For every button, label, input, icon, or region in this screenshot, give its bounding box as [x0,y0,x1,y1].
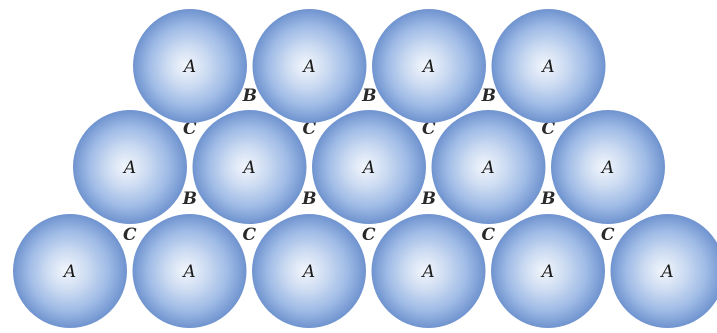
atom-label: A [540,57,554,77]
site-label-b: B [361,86,376,106]
atom-sphere-bottom: A [252,214,366,328]
atom-sphere-middle: A [193,110,307,224]
atom-label: A [181,262,195,282]
atom-label: A [659,262,673,282]
atom-label: A [540,262,554,282]
atom-label: A [241,158,255,178]
atom-label: A [301,57,315,77]
atom-sphere-bottom: A [133,214,247,328]
atom-sphere-bottom: A [372,214,486,328]
site-label-c: C [123,225,137,245]
atom-label: A [122,158,136,178]
atom-label: A [361,158,375,178]
site-label-b: B [540,189,555,209]
atom-sphere-top: A [372,9,486,123]
atom-label: A [421,57,435,77]
atom-sphere-middle: A [551,110,665,224]
atom-spheres: A A A A A A A A A A A A A A A [13,9,717,328]
atom-sphere-top: A [492,9,606,123]
atom-sphere-bottom: A [491,214,605,328]
site-label-c: C [481,225,495,245]
atom-label: A [480,158,494,178]
site-label-b: B [421,189,436,209]
atom-sphere-bottom: A [13,214,127,328]
atom-label: A [182,57,196,77]
site-label-c: C [362,225,376,245]
atom-label: A [301,262,315,282]
atom-label: A [62,262,76,282]
atom-sphere-middle: A [432,110,546,224]
atom-sphere-top: A [253,9,367,123]
site-label-c: C [242,225,256,245]
site-label-c: C [601,225,615,245]
site-label-b: B [182,189,197,209]
site-label-b: B [301,189,316,209]
atom-label: A [420,262,434,282]
atom-sphere-middle: A [312,110,426,224]
atom-label: A [600,158,614,178]
atom-sphere-top: A [133,9,247,123]
site-label-b: B [481,86,496,106]
atom-sphere-bottom: A [611,214,717,328]
atom-sphere-middle: A [73,110,187,224]
site-label-b: B [242,86,257,106]
